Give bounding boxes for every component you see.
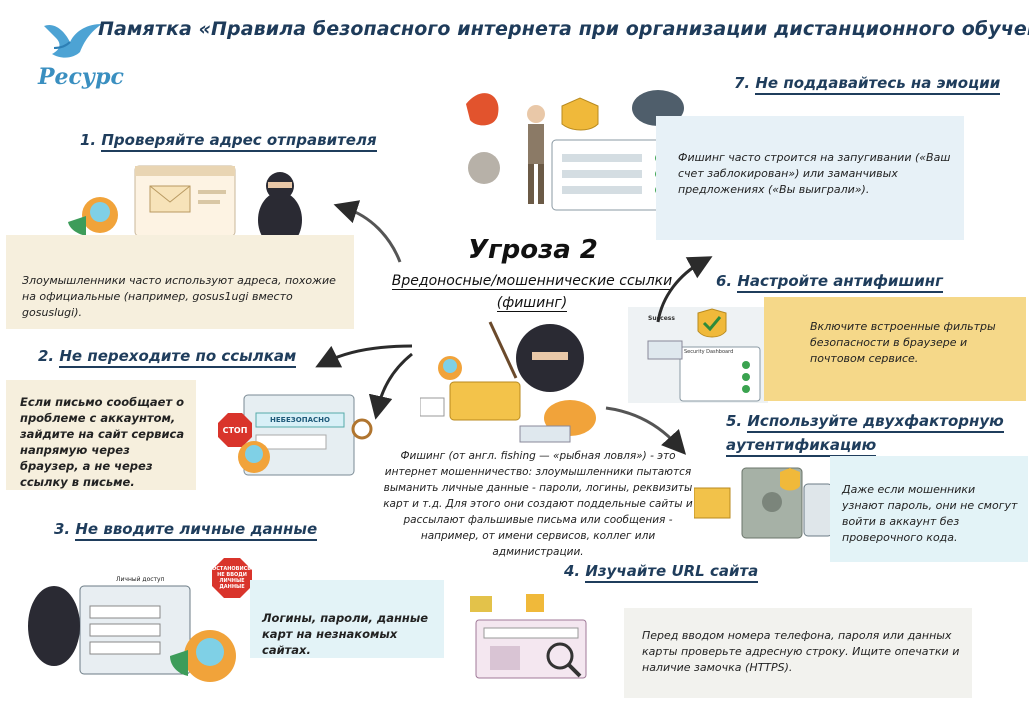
- danger-banner-label: НЕБЕЗОПАСНО: [270, 416, 330, 424]
- threat-subtitle-line1: Вредоносные/мошеннические ссылки: [391, 273, 673, 290]
- rule-4-title: Изучайте URL сайта: [585, 562, 759, 583]
- rule-4-heading: 4. Изучайте URL сайта: [564, 562, 759, 583]
- rule-1-heading: 1. Проверяйте адрес отправителя: [80, 131, 377, 152]
- rule-4-number: 4.: [564, 562, 581, 580]
- security-dashboard-label: Security Dashboard: [684, 349, 734, 355]
- rule-6-illustration: Success Security Dashboard: [628, 307, 768, 403]
- rule-4-text-box: Перед вводом номера телефона, пароля или…: [624, 608, 972, 698]
- phishing-illustration: [419, 318, 620, 448]
- rule-1-illustration: [60, 160, 340, 255]
- stop-sign-label: СТОП: [222, 426, 248, 435]
- rule-5-text: Даже если мошенники узнают пароль, они н…: [842, 483, 1018, 544]
- rule-4-text: Перед вводом номера телефона, пароля или…: [642, 629, 960, 674]
- rule-6-number: 6.: [716, 272, 733, 290]
- arrow-to-rule-6: [656, 256, 713, 323]
- page-title: Памятка «Правила безопасного интернета п…: [98, 18, 1029, 40]
- bird-icon: [44, 24, 102, 58]
- rule-6-text: Включите встроенные фильтры безопасности…: [810, 320, 996, 365]
- rule-5-heading: 5. Используйте двухфакторную аутентифика…: [726, 409, 1004, 457]
- rule-2-text: Если письмо сообщает о проблеме с аккаун…: [20, 395, 185, 489]
- rule-7-heading: 7. Не поддавайтесь на эмоции: [734, 74, 1001, 95]
- rule-2-title: Не переходите по ссылкам: [59, 347, 297, 368]
- threat-subtitle-line2: (фишинг): [496, 295, 568, 312]
- rule-3-number: 3.: [54, 520, 71, 538]
- rule-3-title: Не вводите личные данные: [75, 520, 318, 541]
- arrow-to-rule-3: [368, 352, 413, 420]
- rule-2-heading: 2. Не переходите по ссылкам: [38, 347, 297, 368]
- rule-5-illustration: [693, 458, 844, 550]
- rule-1-number: 1.: [80, 131, 97, 149]
- threat-description: Фишинг (от англ. fishing — «рыбная ловля…: [383, 450, 693, 558]
- rule-3-heading: 3. Не вводите личные данные: [54, 520, 318, 541]
- rule-3-illustration: ОСТАНОВИСЬ! НЕ ВВОДИ ЛИЧНЫЕ ДАННЫЕ Личны…: [20, 556, 260, 706]
- rule-5-title-line2: аутентификацию: [726, 436, 877, 457]
- rule-7-title: Не поддавайтесь на эмоции: [755, 74, 1001, 95]
- rule-3-text-box: Логины, пароли, данные карт на незнакомы…: [250, 580, 444, 658]
- rule-2-illustration: СТОП НЕБЕЗОПАСНО: [196, 385, 376, 495]
- rule-4-illustration: [466, 590, 606, 690]
- rule-6-title: Настройте антифишинг: [737, 272, 944, 293]
- rule-7-text-box: Фишинг часто строится на запугивании («В…: [656, 116, 964, 240]
- rule-3-text: Логины, пароли, данные карт на незнакомы…: [262, 611, 429, 657]
- stop-octagon-label: ОСТАНОВИСЬ! НЕ ВВОДИ ЛИЧНЫЕ ДАННЫЕ: [212, 566, 254, 590]
- rule-7-number: 7.: [734, 74, 751, 92]
- rule-1-title: Проверяйте адрес отправителя: [101, 131, 377, 152]
- rule-7-text: Фишинг часто строится на запугивании («В…: [678, 151, 951, 196]
- threat-subtitle: Вредоносные/мошеннические ссылки (фишинг…: [390, 270, 674, 314]
- rule-2-text-box: Если письмо сообщает о проблеме с аккаун…: [6, 380, 196, 490]
- rule-6-heading: 6. Настройте антифишинг: [716, 272, 944, 293]
- rule-1-text-box: Злоумышленники часто используют адреса, …: [6, 235, 354, 329]
- arrow-to-rule-5: [605, 406, 687, 455]
- rule-2-number: 2.: [38, 347, 55, 365]
- threat-title: Угроза 2: [468, 235, 598, 265]
- rule-1-text: Злоумышленники часто используют адреса, …: [22, 274, 336, 319]
- logo-text: Ресурс: [38, 64, 124, 90]
- logo: [30, 16, 120, 96]
- arrow-to-rule-2: [315, 344, 413, 368]
- rule-5-text-box: Даже если мошенники узнают пароль, они н…: [830, 456, 1028, 562]
- personal-access-label: Личный доступ: [116, 576, 165, 583]
- rule-5-title-line1: Используйте двухфакторную: [747, 412, 1004, 433]
- rule-6-text-box: Включите встроенные фильтры безопасности…: [764, 297, 1026, 401]
- arrow-to-rule-1: [333, 200, 402, 263]
- rule-5-number: 5.: [726, 412, 743, 430]
- success-label: Success: [648, 315, 675, 322]
